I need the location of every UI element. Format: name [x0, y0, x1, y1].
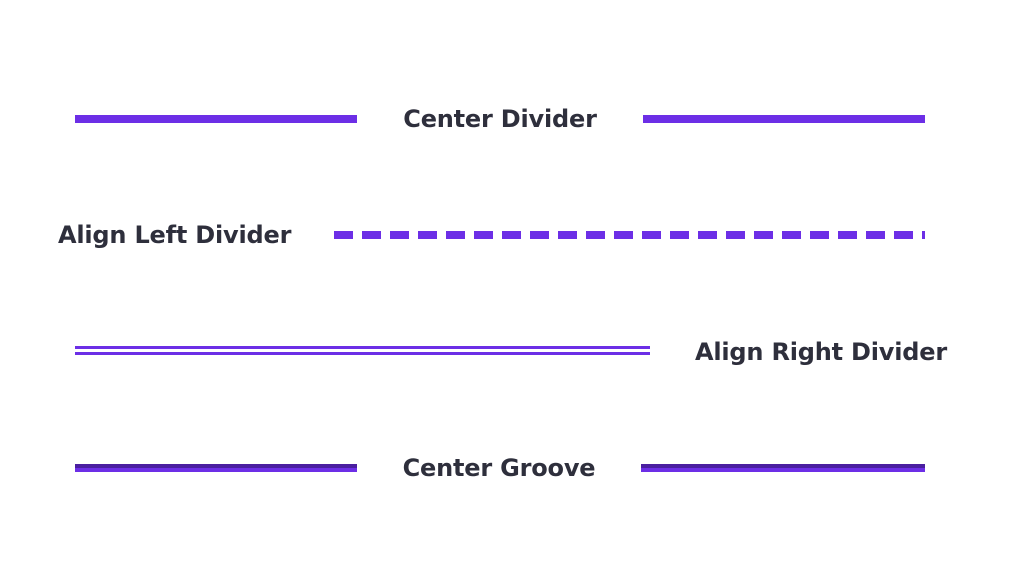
divider-label: Align Left Divider: [58, 221, 292, 249]
divider-line-left: [75, 464, 357, 472]
divider-line-left: [75, 115, 357, 123]
divider-line-double: [75, 346, 650, 355]
center-divider: Center Divider: [0, 103, 1024, 135]
align-left-divider: Align Left Divider: [0, 219, 1024, 251]
divider-label: Center Groove: [402, 454, 596, 482]
divider-line-dashed: [334, 231, 925, 239]
divider-line-right: [641, 464, 925, 472]
divider-label: Center Divider: [403, 105, 597, 133]
divider-label: Align Right Divider: [695, 338, 947, 366]
align-right-divider: Align Right Divider: [0, 336, 1024, 368]
divider-line-right: [643, 115, 925, 123]
center-groove-divider: Center Groove: [0, 453, 1024, 485]
